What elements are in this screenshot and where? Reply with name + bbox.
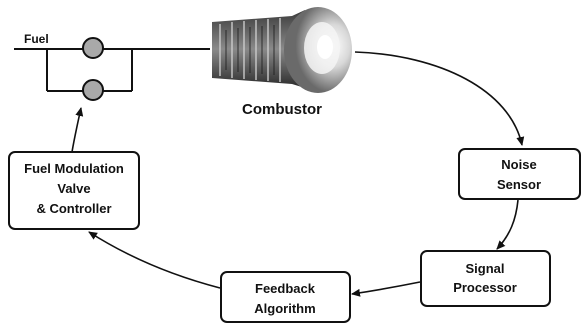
fuel-modulation-label-line3: & Controller	[36, 201, 111, 216]
feedback-algorithm-label-line1: Feedback	[255, 281, 316, 296]
arrow-combustor-to-noise-sensor	[354, 51, 525, 146]
fuel-label: Fuel	[24, 32, 49, 46]
fuel-pipe	[14, 48, 210, 92]
signal-processor-block: Signal Processor	[420, 250, 551, 307]
fuel-modulation-label-line2: Valve	[57, 181, 90, 196]
arrow-signal-processor-to-feedback	[351, 281, 421, 297]
fuel-modulation-label-line1: Fuel Modulation	[24, 161, 124, 176]
signal-processor-label-line2: Processor	[453, 280, 517, 295]
combustor-engine-icon	[210, 7, 355, 93]
fuel-modulation-block: Fuel Modulation Valve & Controller	[8, 151, 140, 230]
combustor-label: Combustor	[242, 101, 322, 118]
arrow-noise-sensor-to-signal-processor	[496, 199, 519, 250]
feedback-algorithm-label-line2: Algorithm	[254, 301, 315, 316]
lower-valve-icon	[82, 79, 104, 101]
arrow-fuel-modulation-to-valve	[71, 107, 84, 153]
signal-processor-label-line1: Signal	[465, 261, 504, 276]
arrow-feedback-to-fuel-modulation	[88, 231, 221, 289]
noise-sensor-label-line1: Noise	[501, 157, 536, 172]
noise-sensor-block: Noise Sensor	[458, 148, 581, 200]
feedback-algorithm-block: Feedback Algorithm	[220, 271, 351, 323]
upper-valve-icon	[82, 37, 104, 59]
fuel-valve-icon	[82, 37, 104, 101]
noise-sensor-label-line2: Sensor	[497, 177, 541, 192]
